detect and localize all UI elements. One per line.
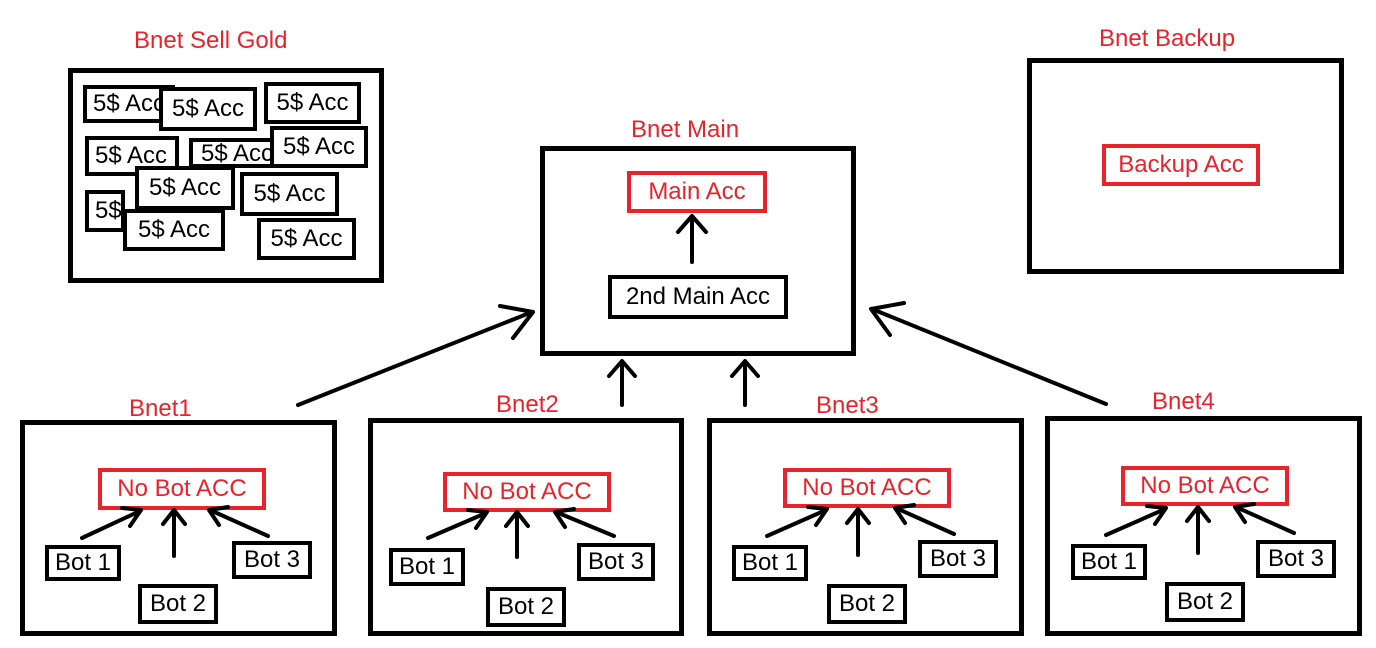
- gold-account-box: 5$ Acc: [159, 87, 257, 131]
- bot-1-box: Bot 1: [45, 545, 121, 581]
- gold-account-box: 5$ Acc: [264, 82, 361, 124]
- second-main-account-box: 2nd Main Acc: [608, 275, 788, 319]
- arrow-bnet2-bot1: [426, 508, 489, 540]
- gold-account-box: 5$ Acc: [257, 218, 356, 260]
- sell-gold-group: 5$ Acc 5$ Acc 5$ Acc 5$ Acc 5$ Acc 5$ Ac…: [68, 68, 384, 283]
- arrow-bnet3-to-main: [730, 359, 760, 407]
- main-account-box: Main Acc: [627, 171, 767, 213]
- arrow-bnet3-bot1: [765, 505, 829, 538]
- gold-account-box: 5$ Acc: [189, 138, 285, 168]
- no-bot-account-box: No Bot ACC: [783, 468, 951, 508]
- main-title: Bnet Main: [631, 116, 740, 143]
- no-bot-account-box: No Bot ACC: [1121, 466, 1289, 506]
- backup-group: Backup Acc: [1027, 58, 1344, 274]
- bnet3-group: No Bot ACC Bot 1 Bot 2 Bot 3: [707, 418, 1024, 636]
- arrow-bnet3-bot3: [893, 503, 956, 536]
- gold-account-box: 5$ Acc: [135, 166, 235, 210]
- arrow-bnet4-to-main: [869, 301, 1108, 406]
- arrow-bnet4-bot1: [1104, 504, 1168, 537]
- backup-title: Bnet Backup: [1099, 25, 1236, 52]
- bnet4-group: No Bot ACC Bot 1 Bot 2 Bot 3: [1045, 416, 1362, 636]
- no-bot-account-box: No Bot ACC: [98, 468, 266, 510]
- bot-3-box: Bot 3: [1256, 540, 1336, 578]
- bot-3-box: Bot 3: [918, 540, 998, 578]
- bnet3-title: Bnet3: [816, 392, 879, 419]
- backup-account-box: Backup Acc: [1102, 144, 1260, 186]
- arrow-bnet2-bot3: [553, 507, 616, 538]
- bot-2-box: Bot 2: [1165, 582, 1245, 622]
- bnet2-group: No Bot ACC Bot 1 Bot 2 Bot 3: [368, 418, 684, 636]
- bot-1-box: Bot 1: [389, 548, 465, 586]
- no-bot-account-box: No Bot ACC: [443, 472, 611, 512]
- arrow-bnet2-to-main: [607, 359, 637, 407]
- bnet1-title: Bnet1: [129, 395, 192, 422]
- bnet4-title: Bnet4: [1152, 388, 1215, 415]
- bot-1-box: Bot 1: [1071, 544, 1147, 580]
- arrow-bnet4-bot2: [1185, 505, 1211, 555]
- arrow-second-to-main: [676, 214, 708, 264]
- sell-gold-title: Bnet Sell Gold: [134, 27, 288, 54]
- main-group: Main Acc 2nd Main Acc: [540, 146, 856, 356]
- arrow-bnet1-bot3: [207, 505, 270, 538]
- gold-account-box: 5$ Acc: [123, 209, 225, 251]
- bot-2-box: Bot 2: [138, 584, 218, 624]
- arrow-bnet2-bot2: [504, 510, 530, 559]
- arrow-bnet4-bot3: [1233, 502, 1296, 535]
- bot-2-box: Bot 2: [827, 584, 907, 624]
- bot-3-box: Bot 3: [232, 541, 312, 579]
- bnet1-group: No Bot ACC Bot 1 Bot 2 Bot 3: [20, 420, 337, 636]
- gold-account-box: 5$ Acc: [240, 172, 339, 216]
- arrow-bnet1-bot2: [161, 508, 187, 558]
- gold-account-box: 5$ Acc: [270, 126, 368, 168]
- arrow-bnet1-to-main: [296, 304, 535, 407]
- arrow-bnet1-bot1: [80, 506, 143, 540]
- bot-2-box: Bot 2: [486, 587, 566, 627]
- bnet2-title: Bnet2: [496, 391, 559, 418]
- bot-3-box: Bot 3: [577, 543, 655, 581]
- bot-1-box: Bot 1: [732, 545, 808, 581]
- arrow-bnet3-bot2: [845, 507, 871, 557]
- gold-account-box: 5$ Acc: [85, 190, 125, 232]
